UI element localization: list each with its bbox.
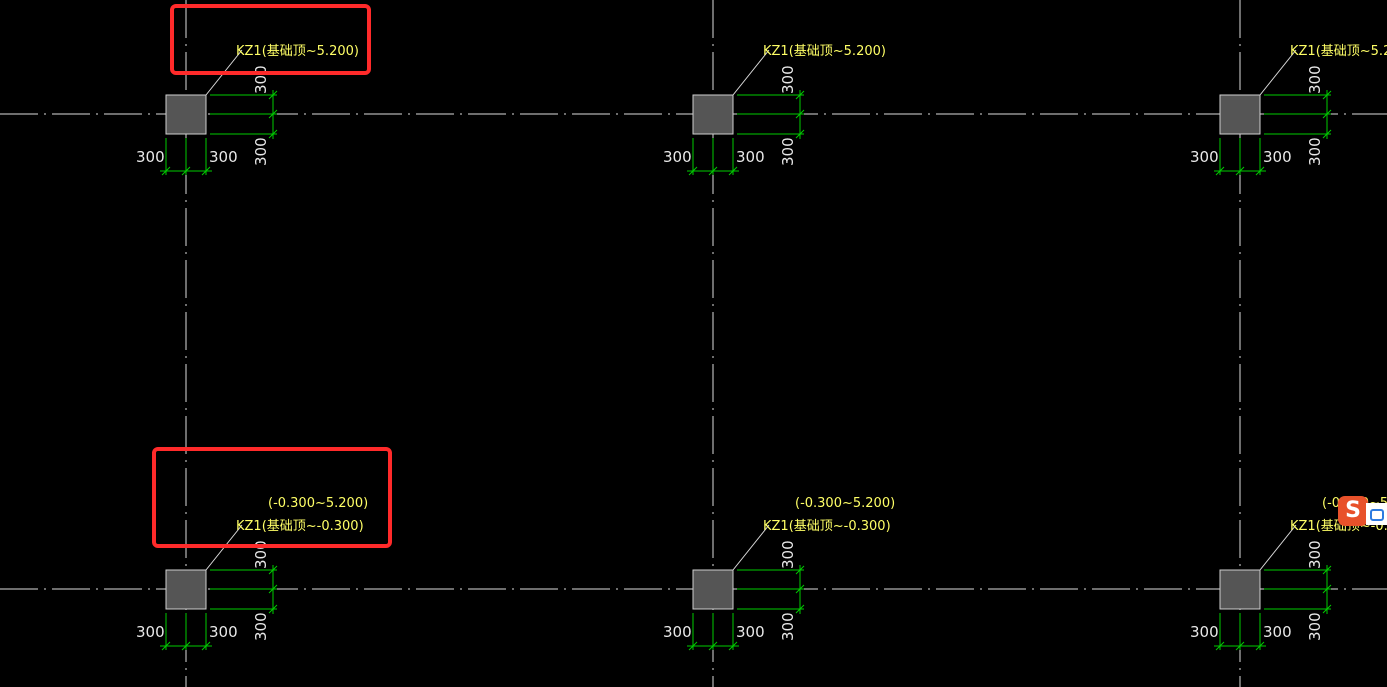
column-top-1-square [165, 94, 207, 135]
column-bottom-3-square [1219, 569, 1261, 610]
column-bottom-3-dim-v-tick-0 [1322, 565, 1332, 575]
column-top-3-dim-h-tick-2 [1255, 166, 1265, 176]
column-bottom-2-dim-h-tick-0 [688, 641, 698, 651]
column-bottom-1-label: KZ1(基础顶~-0.300) [236, 519, 364, 534]
column-top-1-dim-h-tick-1 [181, 166, 191, 176]
column-bottom-1-square [165, 569, 207, 610]
column-top-1-dim-v-tick-0 [268, 90, 278, 100]
column-bottom-1-dim-bottom-text: 300 [252, 612, 270, 641]
column-top-3-dim-v-tick-0 [1322, 90, 1332, 100]
column-bottom-1-label-elevation: (-0.300~5.200) [268, 496, 368, 511]
column-top-1-dim-v-tick-1 [268, 109, 278, 119]
column-top-1-dim-right-text: 300 [209, 148, 238, 166]
column-bottom-3-dim-v-tick-1 [1322, 584, 1332, 594]
column-bottom-3-dim-left-text: 300 [1190, 623, 1219, 641]
column-bottom-2-dim-left-text: 300 [663, 623, 692, 641]
column-top-1-dim-top-text: 300 [252, 65, 270, 94]
column-top-2-square [692, 94, 734, 135]
column-top-1-dim-left-text: 300 [136, 148, 165, 166]
column-top-2-label: KZ1(基础顶~5.200) [763, 44, 886, 59]
column-bottom-3-dim-right-text: 300 [1263, 623, 1292, 641]
column-bottom-2-label: KZ1(基础顶~-0.300) [763, 519, 891, 534]
ime-s-icon[interactable]: S [1338, 496, 1368, 526]
column-top-3-leader [1259, 49, 1297, 96]
column-top-3-dim-right-text: 300 [1263, 148, 1292, 166]
column-top-1-dim-h-tick-0 [161, 166, 171, 176]
column-top-3-square [1219, 94, 1261, 135]
column-top-3-dim-h-tick-0 [1215, 166, 1225, 176]
column-bottom-1-dim-v-tick-0 [268, 565, 278, 575]
column-bottom-2-dim-bottom-text: 300 [779, 612, 797, 641]
column-top-3-dim-left-text: 300 [1190, 148, 1219, 166]
column-top-1-label: KZ1(基础顶~5.200) [236, 44, 359, 59]
column-bottom-2-square [692, 569, 734, 610]
column-bottom-3-dim-bottom-text: 300 [1306, 612, 1324, 641]
column-top-2-dim-h-tick-1 [708, 166, 718, 176]
column-bottom-1-dim-h-tick-1 [181, 641, 191, 651]
column-top-1-dim-bottom-text: 300 [252, 137, 270, 166]
column-bottom-1-dim-left-text: 300 [136, 623, 165, 641]
column-bottom-3-dim-top-text: 300 [1306, 540, 1324, 569]
column-bottom-3-dim-h-tick-1 [1235, 641, 1245, 651]
column-bottom-2-dim-right-text: 300 [736, 623, 765, 641]
column-top-2-dim-right-text: 300 [736, 148, 765, 166]
column-bottom-1-dim-v-tick-2 [268, 604, 278, 614]
column-top-3-dim-h-tick-1 [1235, 166, 1245, 176]
column-bottom-2-label-elevation: (-0.300~5.200) [795, 496, 895, 511]
column-top-2-dim-h-tick-2 [728, 166, 738, 176]
column-bottom-2-dim-v-tick-0 [795, 565, 805, 575]
column-top-2-dim-top-text: 300 [779, 65, 797, 94]
column-top-3-dim-top-text: 300 [1306, 65, 1324, 94]
highlight-box-top [170, 4, 371, 75]
column-top-3-dim-v-tick-1 [1322, 109, 1332, 119]
column-top-2-dim-v-tick-1 [795, 109, 805, 119]
column-top-2-dim-v-tick-2 [795, 129, 805, 139]
column-bottom-1-dim-right-text: 300 [209, 623, 238, 641]
column-bottom-2-dim-h-tick-1 [708, 641, 718, 651]
column-bottom-1-dim-h-tick-2 [201, 641, 211, 651]
column-bottom-1-dim-v-tick-1 [268, 584, 278, 594]
column-top-2-dim-v-tick-0 [795, 90, 805, 100]
column-bottom-2-dim-h-tick-2 [728, 641, 738, 651]
column-bottom-2-leader [732, 524, 770, 571]
column-top-1-dim-v-tick-2 [268, 129, 278, 139]
column-top-3-label: KZ1(基础顶~5.200) [1290, 44, 1387, 59]
column-top-2-dim-left-text: 300 [663, 148, 692, 166]
ime-status-icon [1370, 509, 1384, 521]
column-top-2-leader [732, 49, 770, 96]
column-bottom-1-dim-h-tick-0 [161, 641, 171, 651]
column-bottom-3-dim-v-tick-2 [1322, 604, 1332, 614]
column-top-1-dim-h-tick-2 [201, 166, 211, 176]
column-top-2-dim-bottom-text: 300 [779, 137, 797, 166]
column-bottom-3-leader [1259, 524, 1297, 571]
column-top-2-dim-h-tick-0 [688, 166, 698, 176]
highlight-box-bottom [152, 447, 392, 548]
column-bottom-2-dim-v-tick-1 [795, 584, 805, 594]
column-bottom-2-dim-top-text: 300 [779, 540, 797, 569]
column-bottom-3-dim-h-tick-2 [1255, 641, 1265, 651]
column-bottom-3-dim-h-tick-0 [1215, 641, 1225, 651]
column-top-3-dim-v-tick-2 [1322, 129, 1332, 139]
column-bottom-2-dim-v-tick-2 [795, 604, 805, 614]
column-top-3-dim-bottom-text: 300 [1306, 137, 1324, 166]
